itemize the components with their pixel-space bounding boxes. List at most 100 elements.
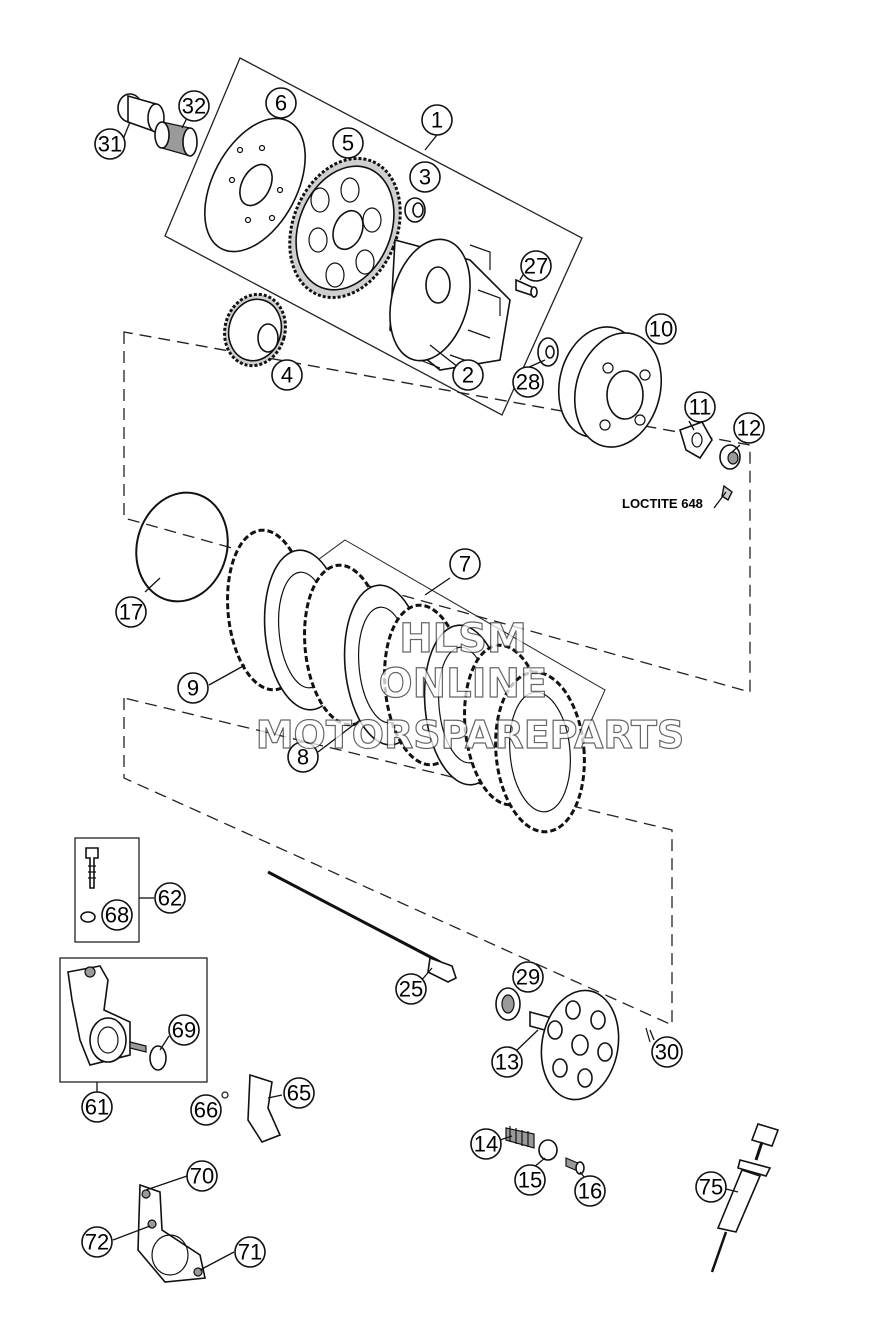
callout-66: 66 [190, 1094, 222, 1126]
group-box-61 [59, 957, 208, 1083]
callout-label: 3 [419, 165, 431, 190]
callout-label: 66 [194, 1098, 218, 1123]
lock-washer-part-11 [679, 421, 713, 460]
callout-label: 7 [459, 552, 471, 577]
callout-label: 70 [190, 1164, 214, 1189]
pin-part-30 [645, 1027, 651, 1043]
callout-label: 6 [275, 91, 287, 116]
spring-part-14 [505, 1126, 535, 1149]
watermark: HLSM ONLINE MOTORSPAREPARTS [255, 615, 685, 757]
callout-label: 11 [689, 395, 712, 420]
callout-61: 61 [81, 1091, 113, 1123]
callout-9: 9 [177, 672, 209, 704]
callout-6: 6 [265, 87, 297, 119]
svg-text:ONLINE: ONLINE [379, 661, 548, 707]
callout-label: 27 [524, 254, 548, 279]
callout-label: 12 [737, 416, 761, 441]
callout-70: 70 [186, 1160, 218, 1192]
callout-label: 31 [98, 132, 122, 157]
callout-label: 13 [495, 1050, 519, 1075]
callout-13: 13 [491, 1046, 523, 1078]
callout-label: 25 [399, 977, 423, 1002]
callout-4: 4 [271, 359, 303, 391]
svg-text:HLSM: HLSM [399, 616, 527, 662]
callout-16: 16 [574, 1175, 606, 1207]
callout-label: 17 [119, 600, 143, 625]
screw-part-16 [565, 1157, 585, 1175]
loctite-note: LOCTITE 648 [622, 496, 703, 511]
callout-30: 30 [651, 1036, 683, 1068]
callout-label: 14 [474, 1132, 498, 1157]
callout-label: 28 [516, 370, 540, 395]
svg-text:MOTORSPAREPARTS: MOTORSPAREPARTS [256, 713, 685, 757]
callout-label: 75 [699, 1175, 723, 1200]
o-ring-part-66 [221, 1091, 229, 1099]
callout-12: 12 [733, 412, 765, 444]
bushing-part-3 [404, 197, 426, 223]
callout-65: 65 [283, 1077, 315, 1109]
gasket-part-65 [247, 1073, 282, 1143]
callout-69: 69 [168, 1014, 200, 1046]
clutch-basket-part-2 [389, 238, 511, 371]
callout-28: 28 [512, 366, 544, 398]
callout-29: 29 [512, 961, 544, 993]
callout-72: 72 [81, 1226, 113, 1258]
callout-1: 1 [421, 104, 453, 136]
callout-68: 68 [101, 899, 133, 931]
callout-11: 11 [684, 391, 716, 423]
callout-label: 32 [182, 94, 206, 119]
callout-label: 68 [105, 903, 129, 928]
group-box-clutch-basket [164, 57, 583, 416]
inner-hub-part-10 [557, 326, 663, 448]
callout-32: 32 [178, 90, 210, 122]
callout-label: 10 [649, 317, 673, 342]
callout-label: 5 [342, 131, 354, 156]
callout-label: 2 [462, 363, 474, 388]
callout-71: 71 [234, 1236, 266, 1268]
callout-27: 27 [520, 250, 552, 282]
callout-label: 71 [238, 1240, 262, 1265]
tool-part-75 [710, 1123, 780, 1273]
callout-label: 1 [431, 108, 443, 133]
callout-31: 31 [94, 128, 126, 160]
callout-15: 15 [514, 1164, 546, 1196]
callout-label: 29 [516, 965, 540, 990]
bearing-part-29 [495, 987, 521, 1021]
callout-label: 65 [287, 1081, 311, 1106]
o-ring-part-17 [135, 491, 229, 603]
callout-75: 75 [695, 1171, 727, 1203]
callout-25: 25 [395, 973, 427, 1005]
needle-bearing-part-32 [154, 121, 198, 157]
washer-part-15 [538, 1139, 558, 1161]
cover-gasket-assembly [137, 1183, 206, 1283]
callout-label: 16 [578, 1179, 602, 1204]
callout-10: 10 [645, 313, 677, 345]
spring-part-69 [129, 1041, 167, 1071]
callout-14: 14 [470, 1128, 502, 1160]
callout-17: 17 [115, 596, 147, 628]
callout-7: 7 [449, 548, 481, 580]
callout-label: 72 [85, 1230, 109, 1255]
callout-label: 61 [85, 1095, 109, 1120]
callout-8: 8 [287, 741, 319, 773]
callout-5: 5 [332, 127, 364, 159]
callout-label: 8 [297, 745, 309, 770]
callout-label: 69 [172, 1018, 196, 1043]
bleeder-screw-part-62 [85, 847, 99, 889]
pressure-plate-part-13 [529, 989, 620, 1101]
callout-label: 15 [518, 1168, 542, 1193]
primary-gear-part-5 [288, 156, 402, 300]
washer-part-28 [537, 337, 559, 367]
group-box-62 [74, 837, 140, 943]
slave-cylinder-part-61 [67, 965, 131, 1066]
push-rod-part-25 [267, 870, 457, 983]
callout-2: 2 [452, 359, 484, 391]
callout-label: 9 [187, 676, 199, 701]
callout-label: 30 [655, 1040, 679, 1065]
callout-label: 62 [158, 886, 182, 911]
callout-62: 62 [154, 882, 186, 914]
seal-ring-part-68 [80, 911, 96, 923]
callout-label: 4 [281, 363, 293, 388]
dashed-guide-upper [123, 331, 751, 693]
